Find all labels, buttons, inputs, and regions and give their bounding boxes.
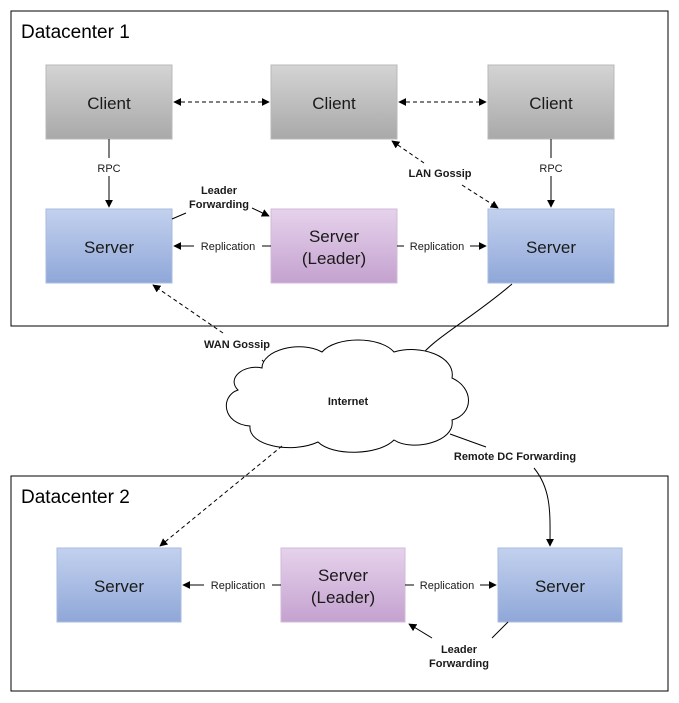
dc1-server-left-label: Server — [84, 238, 134, 257]
datacenter-2-title: Datacenter 2 — [21, 487, 130, 508]
rpc-right-label: RPC — [539, 163, 562, 175]
client-2-label: Client — [312, 94, 356, 113]
client-1-label: Client — [87, 94, 131, 113]
client-3-label: Client — [529, 94, 573, 113]
datacenter-2-frame — [10, 475, 669, 692]
dc2-leader-label-line2: (Leader) — [311, 588, 375, 607]
lan-gossip-label: LAN Gossip — [409, 168, 472, 180]
dc2-leader-forwarding-arrow — [408, 623, 433, 639]
dc1-server-right: Server — [487, 208, 615, 284]
dc1-leader-forwarding-line — [171, 212, 187, 220]
remote-dc-forwarding-line — [449, 433, 487, 448]
dc1-leader-forwarding-arrow — [251, 207, 270, 217]
wan-gossip-line-dc2 — [159, 445, 283, 547]
dc1-server-left: Server — [45, 208, 173, 284]
dc2-server-right: Server — [497, 547, 623, 623]
datacenter-1: Datacenter 1 Client Client Client Server… — [10, 10, 669, 327]
dc1-replication-left-label: Replication — [201, 241, 255, 253]
dc2-server-left-label: Server — [94, 577, 144, 596]
dc1-replication-right-label: Replication — [410, 241, 464, 253]
dc2-leader-forwarding-label-line1: Leader — [441, 644, 478, 656]
dc2-replication-left-label: Replication — [211, 580, 265, 592]
remote-dc-forwarding-arrow — [533, 467, 555, 547]
remote-dc-forwarding-label: Remote DC Forwarding — [454, 451, 576, 463]
dc2-leader-forwarding-line — [491, 621, 509, 639]
dc2-server-right-label: Server — [535, 577, 585, 596]
lan-gossip-line-lower — [461, 184, 499, 209]
client-3: Client — [487, 64, 615, 140]
dc1-leader-label-line2: (Leader) — [302, 249, 366, 268]
dc2-server-leader: Server (Leader) — [280, 547, 406, 623]
wan-gossip-line-dc1 — [152, 284, 224, 334]
client-1: Client — [45, 64, 173, 140]
client-2: Client — [270, 64, 398, 140]
dc1-server-leader: Server (Leader) — [270, 208, 398, 284]
internet-label: Internet — [328, 396, 369, 408]
wan-gossip-label: WAN Gossip — [204, 339, 270, 351]
rpc-left-label: RPC — [97, 163, 120, 175]
dc1-leader-forwarding-label-line2: Forwarding — [189, 199, 249, 211]
dc2-leader-forwarding-label-line2: Forwarding — [429, 658, 489, 670]
internet-cloud: Internet — [225, 339, 469, 453]
dc1-leader-forwarding-label-line1: Leader — [201, 185, 238, 197]
dc2-leader-label-line1: Server — [318, 566, 368, 585]
dc1-leader-label-line1: Server — [309, 227, 359, 246]
dc1-server-right-label: Server — [526, 238, 576, 257]
datacenter-1-title: Datacenter 1 — [21, 22, 130, 43]
dc2-replication-right-label: Replication — [420, 580, 474, 592]
internet-cloud-shape — [225, 339, 469, 453]
dc2-server-left: Server — [56, 547, 182, 623]
datacenter-2: Datacenter 2 Server Server (Leader) Serv… — [10, 475, 669, 692]
